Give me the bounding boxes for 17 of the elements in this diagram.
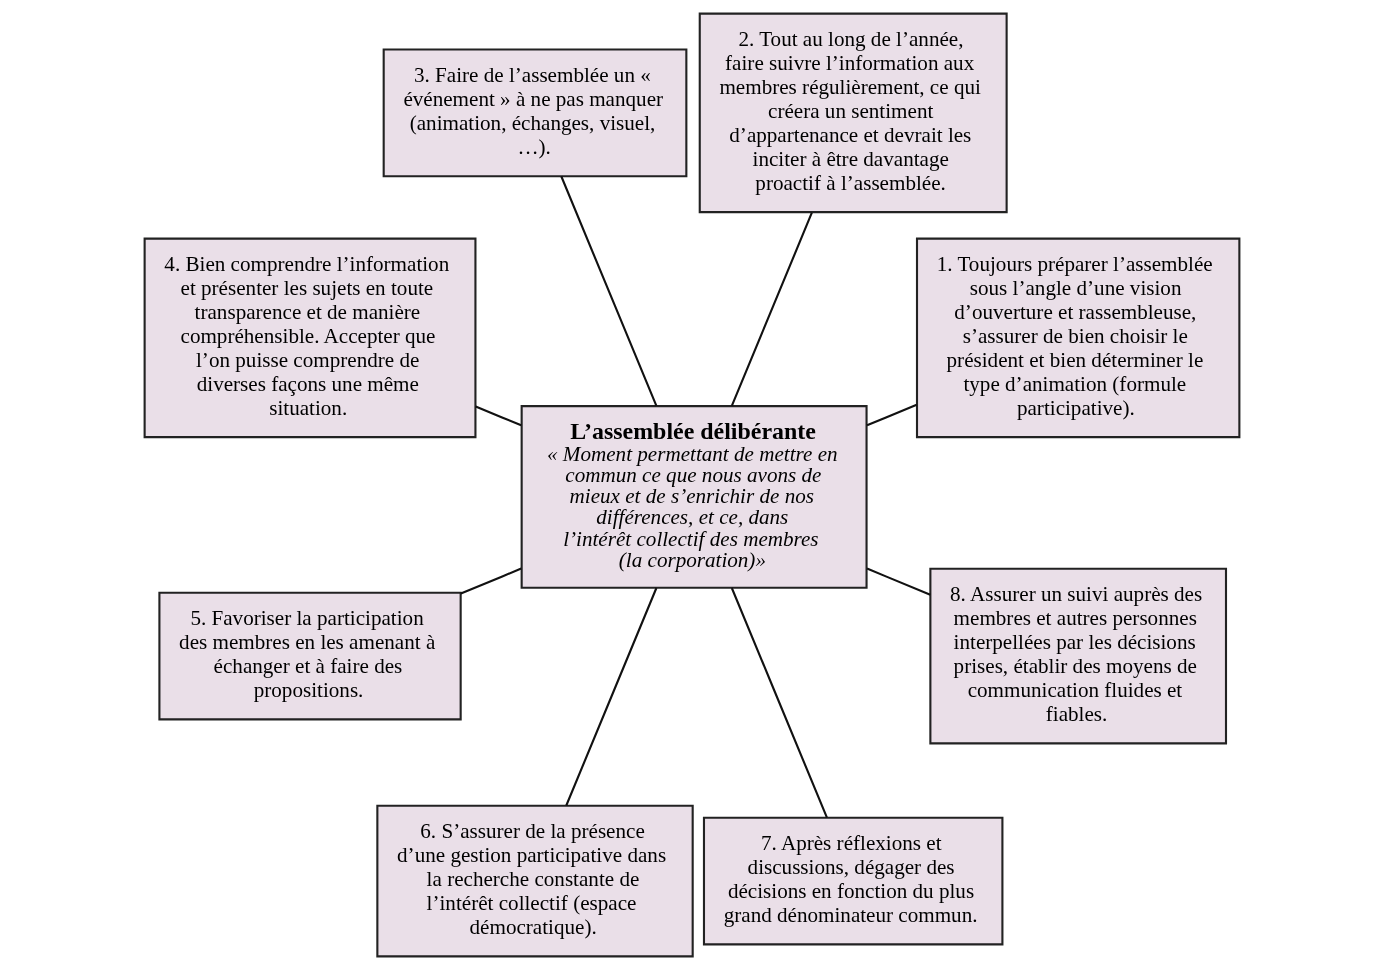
node-box: 7. Après réflexions et discussions, dégager des décisions en fonction du plus grand dénominateur commun. <box>702 816 1004 946</box>
connector <box>460 567 522 595</box>
node-box: 6. S’assurer de la présence d’une gestion participative dans la recherche constante de l’intérêt collectif (espace démocratique). <box>376 804 694 958</box>
connector <box>866 403 918 427</box>
connector <box>565 587 658 806</box>
node-box: 8. Assurer un suivi auprès des membres et autres personnes interpellées par les décisions prises, établir des moyens de communication fluides et fiables. <box>929 567 1228 745</box>
connector <box>866 567 931 596</box>
connector <box>560 175 658 407</box>
node-box: 2. Tout au long de l’année, faire suivre l’information aux membres régulièrement, ce qui créera un sentiment d’appartenance et devrait les inciter à être davantage proactif à l’assemblée. <box>698 12 1008 214</box>
node-box: L’assemblée délibérante « Moment permettant de mettre en commun ce que nous avons de mieux et de s’enrichir de nos différences, et ce, dans l’intérêt collectif des membres (la corporation)» <box>520 405 868 589</box>
node-box: 3. Faire de l’assemblée un « événement » à ne pas manquer (animation, échanges, visuel, …). <box>382 48 688 178</box>
node-box: 4. Bien comprendre l’information et présenter les sujets en toute transparence et de manière compréhensible. Accepter que l’on puisse comprendre de diverses façons une même situation. <box>143 237 477 439</box>
node-box: 5. Favoriser la participation des membres en les amenant à échanger et à faire des propositions. <box>158 591 462 721</box>
connector <box>730 212 813 407</box>
connector <box>475 405 522 427</box>
node-box: 1. Toujours préparer l’assemblée sous l’angle d’une vision d’ouverture et rassembleuse, s’assurer de bien choisir le président et bien déterminer le type d’animation (formule participative). <box>915 237 1241 439</box>
connector <box>730 587 828 819</box>
